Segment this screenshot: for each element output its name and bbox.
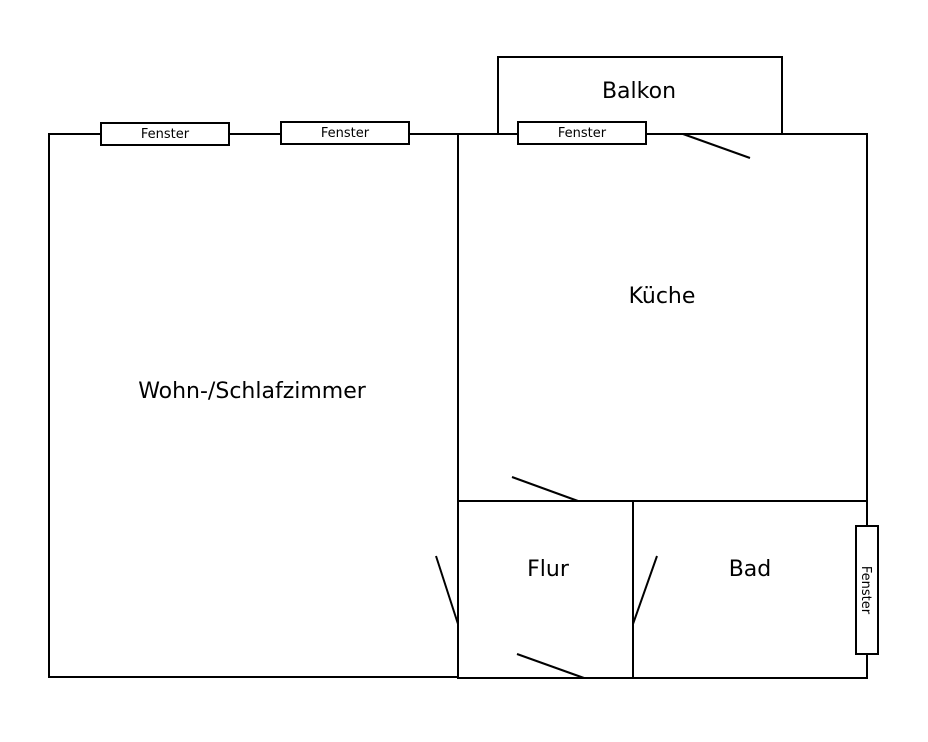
hall-walls [457,500,634,679]
room-label-hall: Flur [527,557,570,582]
room-label-balcony: Balkon [602,79,676,104]
window-label: Fenster [558,126,607,141]
kitchen-walls [457,133,868,502]
window-living-left: Fenster [100,122,230,146]
balcony-door [682,133,751,159]
entrance-door [516,653,585,679]
window-label: Fenster [141,127,190,142]
kitchen-door [511,476,579,502]
window-label: Fenster [858,566,873,615]
living-room-walls [48,133,459,678]
room-label-bath: Bad [729,557,772,582]
room-label-living: Wohn-/Schlafzimmer [138,379,367,404]
window-label: Fenster [321,126,370,141]
room-label-kitchen: Küche [629,284,696,309]
bath-walls [632,500,868,679]
window-bath: Fenster [855,525,879,655]
window-kitchen: Fenster [517,121,647,145]
window-living-right: Fenster [280,121,410,145]
bath-door [632,555,658,625]
living-room-door [435,555,459,625]
